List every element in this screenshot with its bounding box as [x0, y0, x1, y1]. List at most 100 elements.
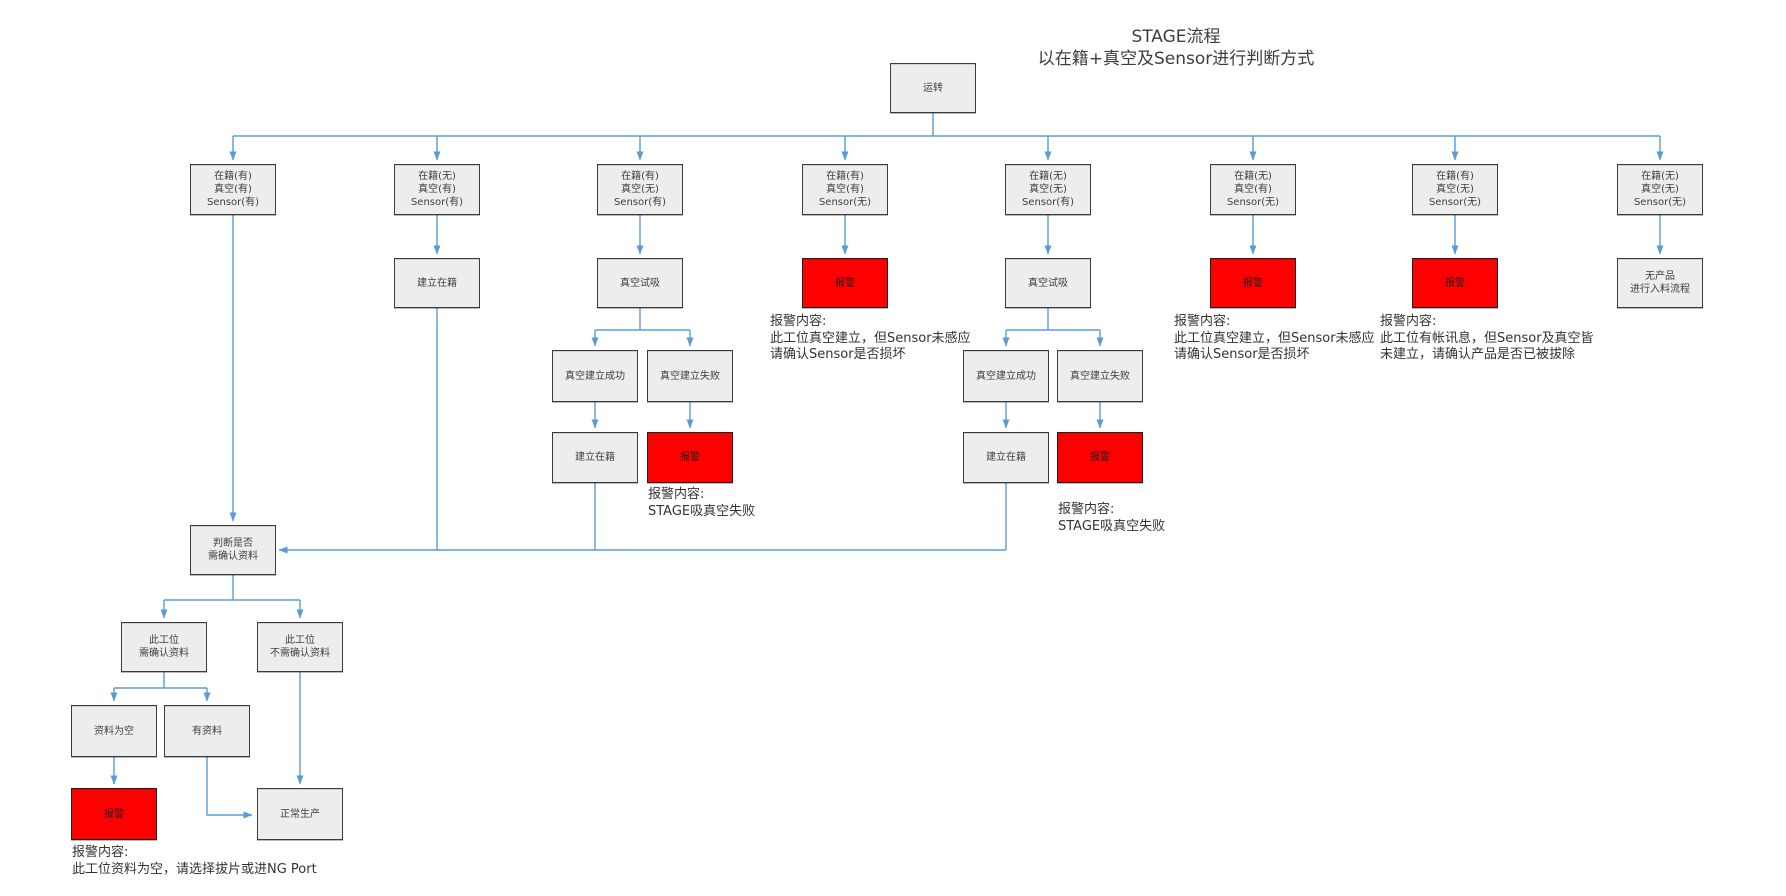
- node-label-line: Sensor(无): [818, 197, 872, 208]
- node-label-line: 此工位: [285, 635, 315, 646]
- annotation-line: 报警内容:: [770, 314, 827, 329]
- flow-node-case2-build: 建立在籍: [394, 258, 480, 308]
- node-label-line: 真空(无): [1029, 184, 1067, 195]
- annotation-note-case7: 报警内容:此工位有帐讯息，但Sensor及真空皆未建立，请确认产品是否已被拔除: [1380, 314, 1594, 364]
- node-label-line: 真空(有): [214, 184, 252, 195]
- node-label-line: 在籍(无): [418, 171, 456, 182]
- flow-node-case3-ok: 真空建立成功: [552, 350, 638, 402]
- node-label-line: Sensor(有): [410, 197, 464, 208]
- flow-node-case3-alarm: 报警: [647, 432, 733, 483]
- node-label-line: 报警: [835, 277, 855, 289]
- flow-node-need-confirm: 此工位需确认资料: [121, 622, 207, 672]
- annotation-note-case6: 报警内容:此工位真空建立，但Sensor未感应请确认Sensor是否损坏: [1174, 314, 1375, 364]
- connector-lines: [110, 113, 1664, 819]
- node-label-line: 建立在籍: [417, 277, 457, 289]
- node-label-line: 进行入料流程: [1630, 284, 1690, 295]
- node-label-line: 真空建立失败: [1070, 370, 1130, 382]
- flow-node-case5-ok: 真空建立成功: [963, 350, 1049, 402]
- node-label-line: 真空试吸: [620, 277, 660, 289]
- flow-node-empty-alarm: 报警: [71, 788, 157, 840]
- node-label-line: 在籍(无): [1641, 171, 1679, 182]
- flow-node-case-8: 在籍(无) 真空(无) Sensor(无): [1617, 164, 1703, 215]
- page-title-line2: 以在籍+真空及Sensor进行判断方式: [1037, 49, 1315, 69]
- flow-node-case6-alarm: 报警: [1210, 258, 1296, 308]
- node-label-line: 真空(有): [826, 184, 864, 195]
- flow-node-case-7: 在籍(有)真空(无)Sensor(无): [1412, 164, 1498, 215]
- annotation-line: 报警内容:: [1380, 314, 1437, 329]
- annotation-line: 此工位有帐讯息，但Sensor及真空皆: [1380, 330, 1594, 346]
- node-label-line: 有资料: [192, 725, 222, 737]
- node-label-line: 真空(有): [418, 184, 456, 195]
- node-label-line: 报警: [104, 808, 124, 820]
- node-label-line: 判断是否: [213, 538, 253, 549]
- node-label-line: 需确认资料: [208, 551, 258, 562]
- annotation-line: 报警内容:: [72, 845, 129, 860]
- annotation-note-case3: 报警内容:STAGE吸真空失败: [648, 487, 755, 520]
- node-label-line: 建立在籍: [575, 452, 615, 463]
- node-label-line: Sensor(有): [613, 197, 667, 208]
- node-label-line: 真空(无): [1436, 184, 1474, 195]
- flow-node-case3-fail: 真空建立失败: [647, 350, 733, 402]
- annotation-line: 请确认Sensor是否损坏: [1174, 347, 1310, 362]
- annotation-note-bottom: 报警内容:此工位资料为空，请选择拔片或进NG Port: [72, 845, 317, 878]
- node-label-line: 此工位: [149, 635, 179, 646]
- flow-node-case8-feed: 无产品进行入料流程: [1617, 258, 1703, 308]
- annotation-line: 此工位资料为空，请选择拔片或进NG Port: [72, 861, 317, 877]
- node-label-line: Sensor(无): [1226, 197, 1280, 208]
- node-label-line: 报警: [1243, 277, 1263, 289]
- node-label-line: 真空(无): [621, 184, 659, 195]
- node-label-line: 资料为空: [94, 725, 134, 737]
- flow-node-data-empty: 资料为空: [71, 705, 157, 757]
- node-label-line: 在籍(有): [621, 171, 659, 182]
- page-title: STAGE流程 以在籍+真空及Sensor进行判断方式: [1038, 26, 1315, 70]
- flow-node-case3-try: 真空试吸: [597, 258, 683, 308]
- node-label-line: 真空试吸: [1028, 277, 1068, 289]
- flow-node-case-1: 在籍(有)真空(有)Sensor(有): [190, 164, 276, 215]
- flow-node-judge-data: 判断是否需确认资料: [190, 525, 276, 575]
- node-label-line: 真空(有): [1234, 184, 1272, 195]
- flow-node-has-data: 有资料: [164, 705, 250, 757]
- node-label-line: 在籍(有): [826, 171, 864, 182]
- flow-node-case-2: 在籍(无) 真空(有) Sensor(有): [394, 164, 480, 215]
- flow-node-no-need-confirm: 此工位不需确认资料: [257, 622, 343, 672]
- node-label-line: 报警: [1090, 452, 1110, 463]
- node-label-line: Sensor(有): [206, 197, 260, 208]
- flow-node-run: 运转: [890, 63, 976, 113]
- node-label-line: 在籍(无): [1029, 171, 1067, 182]
- annotation-line: 此工位真空建立，但Sensor未感应: [1174, 330, 1375, 346]
- node-label-line: 不需确认资料: [270, 648, 330, 659]
- annotation-line: 报警内容:: [1058, 502, 1115, 517]
- node-label-line: 报警: [1445, 277, 1465, 289]
- node-label-line: Sensor(无): [1633, 197, 1687, 208]
- annotation-line: 报警内容:: [648, 487, 705, 502]
- node-label-line: Sensor(无): [1428, 197, 1482, 208]
- annotation-line: STAGE吸真空失败: [648, 503, 756, 519]
- node-label-line: 建立在籍: [986, 452, 1026, 463]
- annotation-line: 报警内容:: [1174, 314, 1231, 329]
- flow-node-case3-build: 建立在籍: [552, 432, 638, 483]
- flow-node-case-5: 在籍(无) 真空(无) Sensor(有): [1005, 164, 1091, 215]
- flow-node-case7-alarm: 报警: [1412, 258, 1498, 308]
- annotation-note-case5: 报警内容:STAGE吸真空失败: [1058, 502, 1165, 535]
- node-label-line: 真空建立成功: [976, 370, 1036, 382]
- node-label-line: 需确认资料: [139, 648, 189, 659]
- flow-node-case-4: 在籍(有) 真空(有) Sensor(无): [802, 164, 888, 215]
- annotation-note-case4: 报警内容:此工位真空建立，但Sensor未感应请确认Sensor是否损坏: [770, 314, 971, 364]
- node-label-line: 真空建立成功: [565, 370, 625, 382]
- flow-node-case5-try: 真空试吸: [1005, 258, 1091, 308]
- flow-node-case4-alarm: 报警: [802, 258, 888, 308]
- node-label-line: 无产品: [1645, 271, 1675, 282]
- node-label-line: 正常生产: [280, 808, 320, 820]
- annotation-line: 此工位真空建立，但Sensor未感应: [770, 330, 971, 346]
- flow-node-case5-alarm: 报警: [1057, 432, 1143, 483]
- flow-node-case-6: 在籍(无)真空(有)Sensor(无): [1210, 164, 1296, 215]
- node-label-line: Sensor(有): [1021, 197, 1075, 208]
- node-label-line: 真空(无): [1641, 184, 1679, 195]
- flow-node-case5-build: 建立在籍: [963, 432, 1049, 483]
- flow-node-case-3: 在籍(有) 真空(无) Sensor(有): [597, 164, 683, 215]
- annotation-line: 未建立，请确认产品是否已被拔除: [1380, 347, 1576, 362]
- node-label-line: 运转: [923, 82, 943, 94]
- node-label-line: 报警: [680, 452, 700, 463]
- annotation-line: STAGE吸真空失败: [1058, 518, 1166, 534]
